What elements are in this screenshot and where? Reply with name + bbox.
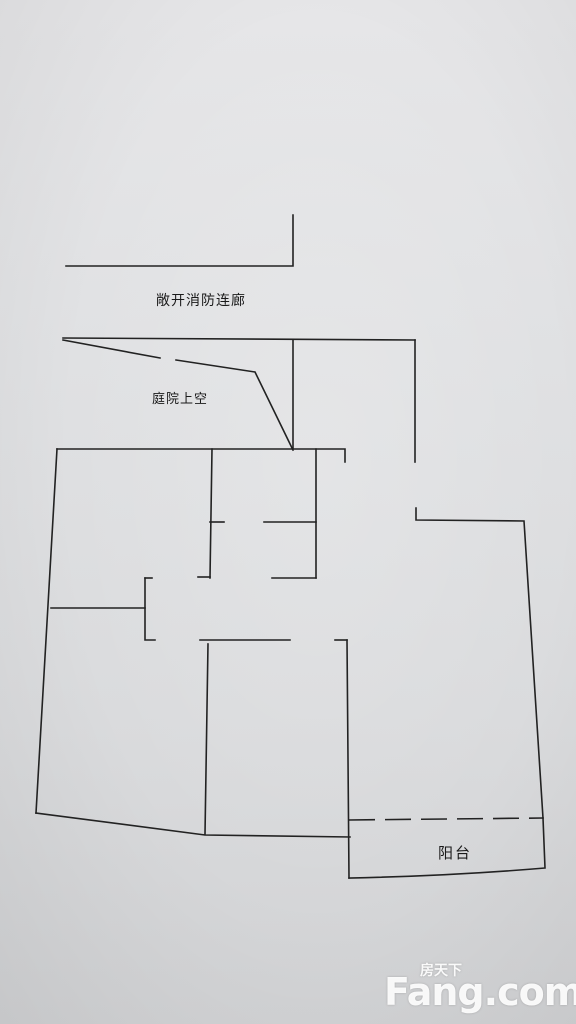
balcony-boundary	[348, 817, 544, 821]
partition-h	[144, 577, 156, 641]
courtyard-top-line	[62, 337, 416, 341]
partition-l	[204, 643, 209, 835]
balcony-left-wall	[346, 639, 350, 879]
unit-left-wall	[35, 448, 58, 814]
watermark-logo: 房天下 Fang.com	[384, 958, 576, 1018]
courtyard-edge	[62, 339, 161, 359]
watermark-chinese: 房天下	[420, 963, 462, 979]
watermark-text: Fang.com	[384, 970, 576, 1014]
unit-right-wall	[415, 507, 544, 819]
balcony-outer-wall	[348, 817, 546, 879]
corridor-label: 敞开消防连廊	[156, 293, 246, 309]
balcony-label: 阳台	[438, 844, 473, 862]
corridor-wall	[65, 214, 294, 267]
unit-bottom-wall	[35, 812, 351, 838]
courtyard-edge-2	[175, 359, 295, 452]
partition-a	[209, 448, 213, 579]
unit-top-wall	[56, 448, 346, 463]
courtyard-label: 庭院上空	[152, 392, 209, 407]
